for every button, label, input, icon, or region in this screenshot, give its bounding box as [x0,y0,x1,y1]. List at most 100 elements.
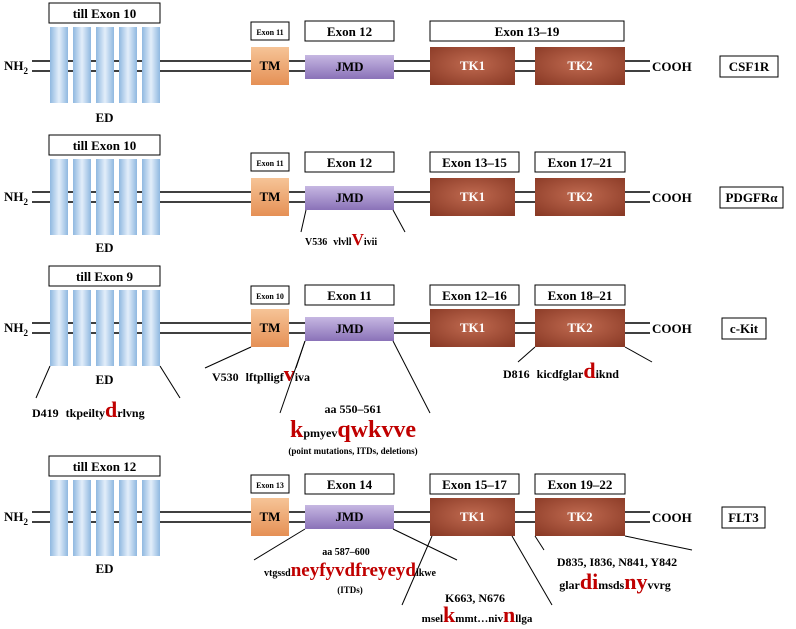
callout-line [392,340,431,414]
tk2-label: TK2 [567,509,592,524]
ed-bar [96,290,114,366]
jmd-label: JMD [335,190,363,205]
ed-bar [119,27,137,103]
tk2-domain [535,498,625,536]
tk2-exon-box [534,151,626,173]
jmd-exon-box [304,284,395,306]
ed-bar [96,480,114,556]
ed-bar [119,159,137,235]
tm-label: TM [260,58,281,73]
tm-exon-label: Exon 13 [256,481,284,490]
jmd-exon-label: Exon 11 [327,288,371,303]
jmd-domain [305,317,394,341]
receptor-name: FLT3 [728,510,759,525]
ed-bar [50,480,68,556]
tk2-label: TK2 [567,189,592,204]
callout-line [204,346,252,369]
tm-exon-box [250,474,290,494]
jmd-exon-box [304,20,395,42]
tk1-domain [430,309,515,347]
ed-bar [142,159,160,235]
jmd-domain [305,505,394,529]
jmd-label: JMD [335,59,363,74]
tm-exon-box [250,21,290,41]
ed-label: ED [95,110,113,125]
tm-domain [251,178,289,216]
tm-exon-box [250,152,290,172]
callout-line [279,340,306,414]
receptor-row-ckit: till Exon 9 NH2 ED Exon 10 TM Exon 11 JM… [4,265,767,456]
ed-bar [73,27,91,103]
tk1-domain [430,178,515,216]
tm-domain [251,47,289,85]
tm-domain [251,498,289,536]
cooh-label: COOH [652,190,692,205]
jmd-exon-box [304,473,395,495]
ed-bar [119,480,137,556]
callout-line [300,209,307,233]
mutation-jmd-note: (point mutations, ITDs, deletions) [288,446,417,456]
receptor-row-csf1r: till Exon 10 NH2 ED Exon 11 TM Exon 12 J… [4,2,779,125]
tk1-exon-label: Exon 13–15 [442,155,507,170]
mutation-tk1-seq: mselkmmt…nivnllga [422,602,533,627]
ed-bar [73,159,91,235]
receptor-name-box [719,55,779,78]
receptor-name: c-Kit [730,321,759,336]
ed-bar [73,290,91,366]
ed-label: ED [95,372,113,387]
tk-exon-box [429,20,625,42]
ed-exon-label: till Exon 10 [73,138,137,153]
mutation-tk2-seq: glardimsdsnyvvrg [559,569,671,594]
ed-bar [50,27,68,103]
cooh-label: COOH [652,510,692,525]
callout-line [253,528,306,561]
nh2-label: NH2 [4,189,29,207]
cooh-label: COOH [652,321,692,336]
tk1-exon-label: Exon 12–16 [442,288,507,303]
tm-exon-label: Exon 11 [256,159,283,168]
jmd-label: JMD [335,509,363,524]
ed-label: ED [95,240,113,255]
jmd-label: JMD [335,321,363,336]
tm-exon-label: Exon 11 [256,28,283,37]
tk1-exon-box [429,151,520,173]
mutation-jmd-seq: kpmyevqwkvve [290,417,416,443]
callout-line [392,209,406,233]
tm-domain [251,309,289,347]
tk2-domain [535,47,625,85]
tm-label: TM [260,189,281,204]
tk2-exon-label: Exon 19–22 [548,477,613,492]
tk2-label: TK2 [567,320,592,335]
tm-label: TM [260,320,281,335]
tk1-exon-box [429,473,520,495]
jmd-exon-label: Exon 12 [327,24,372,39]
tk1-label: TK1 [460,320,485,335]
mutation-jmd-seq: vtgssdneyfyvdfreyeydlkwe [264,560,436,581]
tk1-label: TK1 [460,189,485,204]
mutation-jmd-range: aa 587–600 [322,547,370,558]
tm-exon-label: Exon 10 [256,292,284,301]
ed-bars [50,480,160,556]
jmd-exon-label: Exon 14 [327,477,373,492]
tk2-label: TK2 [567,58,592,73]
receptor-name-box [721,317,767,340]
receptor-name: PDGFRα [725,190,778,205]
nh2-label: NH2 [4,58,29,76]
tk1-exon-box [429,284,520,306]
callout-line [159,365,181,399]
tk2-exon-box [534,473,626,495]
tk2-domain [535,178,625,216]
ed-exon-box [48,455,161,477]
tk-exon-label: Exon 13–19 [495,24,560,39]
ed-bar [96,159,114,235]
ed-bars [50,27,160,103]
callout-line [392,528,458,561]
callout-line [534,535,545,551]
tk2-exon-box [534,284,626,306]
ed-bars [50,290,160,366]
ed-exon-label: till Exon 10 [73,6,137,21]
callout-line [624,346,653,363]
